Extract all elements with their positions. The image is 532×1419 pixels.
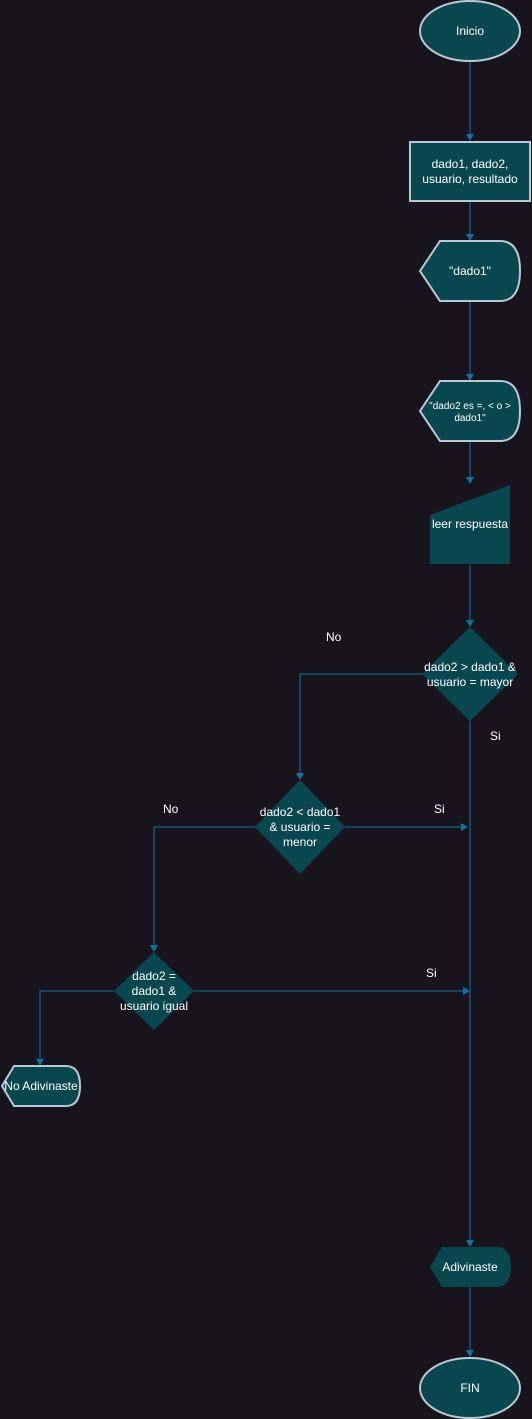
- node-inicio-label: Inicio: [456, 24, 484, 38]
- node-fin-label: FIN: [460, 1381, 479, 1395]
- arrowhead: [36, 1059, 44, 1066]
- node-input[interactable]: leer respuesta: [430, 485, 510, 564]
- node-decision-menor-line-3: menor: [283, 835, 317, 849]
- node-decision-igual[interactable]: dado2 = dado1 & usuario igual: [114, 952, 194, 1030]
- display-shape: [418, 380, 522, 442]
- node-decision-menor-line-1: dado2 < dado1: [260, 805, 341, 819]
- edge-mayor-no-to-menor: [299, 673, 422, 774]
- terminator-shape: [419, 1357, 521, 1419]
- node-display-dado1-label: "dado1": [449, 264, 491, 278]
- decision-shape: [255, 780, 345, 874]
- node-decision-igual-line-3: usuario igual: [120, 999, 188, 1013]
- node-fin[interactable]: FIN: [419, 1357, 521, 1419]
- arrowhead: [296, 773, 304, 780]
- edge-labels: No Si No Si Si: [163, 630, 501, 980]
- arrowhead: [150, 945, 158, 952]
- manual-input-shape: [430, 485, 510, 564]
- edge-menor-no-to-igual: [153, 826, 256, 946]
- node-display-question[interactable]: "dado2 es =, < o > dado1": [418, 380, 522, 442]
- node-variables[interactable]: dado1, dado2, usuario, resultado: [409, 141, 531, 202]
- node-decision-igual-line-2: dado1 &: [132, 984, 177, 998]
- edge-label-mayor-si: Si: [490, 729, 501, 743]
- node-display-question-line-2: dado1": [454, 413, 486, 424]
- edge-igual-no-to-no-adivinaste: [39, 990, 114, 1060]
- node-input-label: leer respuesta: [432, 517, 508, 531]
- arrowhead: [466, 234, 474, 241]
- node-variables-line-2: usuario, resultado: [422, 172, 518, 186]
- display-shape: [0, 1065, 82, 1107]
- node-variables-line-1: dado1, dado2,: [432, 157, 509, 171]
- arrowhead: [461, 823, 468, 831]
- node-decision-mayor-line-2: usuario = mayor: [427, 675, 513, 689]
- arrowhead: [466, 620, 474, 627]
- display-shape: [418, 240, 522, 302]
- edge-label-menor-si: Si: [434, 802, 445, 816]
- arrowhead: [466, 134, 474, 141]
- node-no-adivinaste[interactable]: No Adivinaste: [0, 1065, 82, 1107]
- process-shape: [409, 141, 531, 202]
- node-no-adivinaste-label: No Adivinaste: [4, 1079, 78, 1093]
- node-decision-menor-line-2: & usuario =: [269, 820, 330, 834]
- arrowhead: [463, 987, 470, 995]
- node-decision-igual-line-1: dado2 =: [132, 969, 176, 983]
- node-display-question-line-1: "dado2 es =, < o >: [429, 401, 511, 412]
- arrowhead: [466, 477, 474, 484]
- edges: [36, 61, 474, 1357]
- terminator-shape: [419, 0, 521, 62]
- arrowhead: [466, 1240, 474, 1247]
- edge-label-igual-si: Si: [426, 966, 437, 980]
- edge-label-menor-no: No: [163, 802, 179, 816]
- node-adivinaste[interactable]: Adivinaste: [430, 1247, 511, 1287]
- decision-shape: [114, 952, 194, 1030]
- edge-label-mayor-no: No: [326, 630, 342, 644]
- node-decision-mayor[interactable]: dado2 > dado1 & usuario = mayor: [422, 627, 518, 721]
- decision-shape: [422, 627, 518, 721]
- display-shape: [430, 1247, 511, 1287]
- node-decision-mayor-line-1: dado2 > dado1 &: [424, 660, 516, 674]
- node-inicio[interactable]: Inicio: [419, 0, 521, 62]
- arrowhead: [466, 1350, 474, 1357]
- node-decision-menor[interactable]: dado2 < dado1 & usuario = menor: [255, 780, 345, 874]
- arrowhead: [466, 374, 474, 381]
- node-adivinaste-label: Adivinaste: [442, 1260, 498, 1274]
- node-display-dado1[interactable]: "dado1": [418, 240, 522, 302]
